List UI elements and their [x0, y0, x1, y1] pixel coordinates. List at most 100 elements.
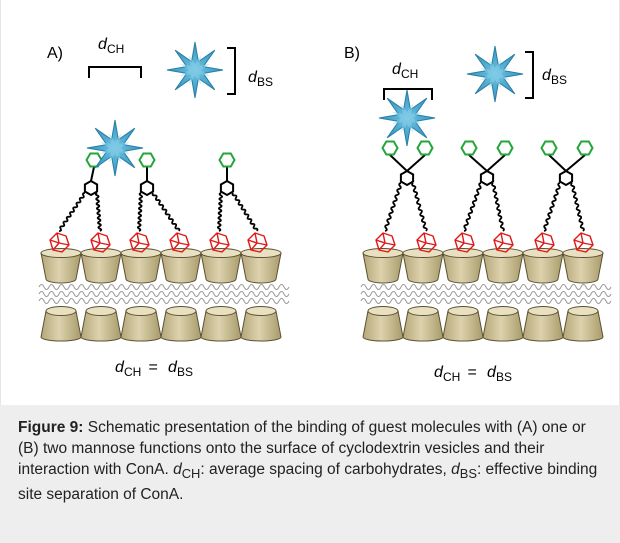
- cyclodextrin-cone: [160, 248, 202, 284]
- panel-b-dch-subscript: CH: [401, 67, 418, 81]
- adamantane-cage: [573, 232, 594, 253]
- adamantane-anchor: [573, 232, 594, 253]
- cone-body: [80, 252, 122, 284]
- panel-a-binding-site-bracket: [227, 47, 236, 95]
- cone-body: [562, 252, 604, 284]
- adamantane-cage: [416, 232, 437, 253]
- benzene-core: [139, 179, 155, 197]
- caption-d2: d: [451, 461, 460, 478]
- figure-caption: Figure 9: Schematic presentation of the …: [0, 405, 620, 543]
- mannose-ring: [460, 140, 478, 156]
- mannose-ring: [218, 152, 236, 168]
- oligo-ethylene-linker: [151, 192, 181, 232]
- panel-b-equation-d2: d: [487, 364, 497, 381]
- adamantane-anchor: [534, 232, 555, 253]
- alkyl-chain-wave: [38, 298, 290, 304]
- caption-text-1: Schematic presentation of the binding of…: [18, 419, 586, 478]
- cone-rim: [120, 248, 162, 258]
- adamantane-anchor: [454, 232, 475, 253]
- alkyl-chain-wave: [360, 298, 612, 304]
- adamantane-anchor: [375, 232, 396, 253]
- panel-b-dbs-symbol: d: [542, 67, 552, 84]
- adamantane-cage: [375, 232, 396, 253]
- mannose-linker: [565, 154, 586, 172]
- panel-a-guest-molecules: [49, 152, 268, 253]
- mannose-ring: [576, 140, 594, 156]
- panel-b-equation-sub2: BS: [496, 370, 512, 384]
- cyclodextrin-cone: [482, 248, 524, 284]
- mannose-ring: [496, 140, 514, 156]
- cone-rim: [402, 248, 444, 258]
- panel-a-dbs-subscript: BS: [257, 75, 273, 89]
- panel-b-cyclodextrin-bilayer: [360, 248, 612, 342]
- cone-rim: [80, 248, 122, 258]
- panel-a-label: A): [47, 45, 63, 62]
- panel-b-equation-d1: d: [434, 364, 444, 381]
- cone-rim: [85, 306, 117, 316]
- cone-rim: [482, 248, 524, 258]
- adamantane-anchor: [416, 232, 437, 253]
- cyclodextrin-cone: [362, 248, 404, 284]
- adamantane-cage: [209, 232, 230, 253]
- cyclodextrin-cone: [40, 248, 82, 284]
- panel-a-equation-sub1: CH: [124, 365, 141, 379]
- mannose-linker: [548, 154, 567, 172]
- cone-body: [200, 252, 242, 284]
- adamantane-anchor: [129, 232, 150, 253]
- mannose-ring: [138, 152, 156, 168]
- panel-b-guest-molecules: [375, 140, 594, 253]
- cyclodextrin-cone: [562, 306, 604, 342]
- mannose-linker: [468, 154, 488, 172]
- alkyl-chain-wave: [360, 291, 612, 297]
- guest-molecule: [49, 152, 111, 253]
- mannose-ring: [416, 140, 434, 156]
- adamantane-cage: [493, 232, 514, 253]
- cone-body: [522, 252, 564, 284]
- caption-text-2: : average spacing of carbohydrates,: [200, 461, 452, 478]
- cone-body: [442, 252, 484, 284]
- panel-b-dbs-subscript: BS: [551, 73, 567, 87]
- cone-body: [120, 252, 162, 284]
- mannose-ring: [381, 140, 399, 156]
- cone-rim: [165, 306, 197, 316]
- panel-a-dbs-symbol: d: [248, 69, 258, 86]
- alkyl-chain-wave: [38, 284, 290, 290]
- adamantane-cage: [49, 232, 70, 253]
- cone-rim: [160, 248, 202, 258]
- protein-star-highlight: [480, 59, 510, 89]
- cone-body: [402, 252, 444, 284]
- alkyl-chain-wave: [38, 291, 290, 297]
- protein-star-highlight: [180, 55, 210, 85]
- cyclodextrin-cone: [442, 306, 484, 342]
- guest-molecule: [534, 140, 594, 253]
- cone-rim: [205, 306, 237, 316]
- cone-rim: [442, 248, 484, 258]
- cone-rim: [407, 306, 439, 316]
- cone-rim: [447, 306, 479, 316]
- oligo-ethylene-linker: [491, 182, 505, 232]
- mannose-linker: [406, 154, 426, 172]
- figure-panel: A) d CH d BS d CH = d BS B) d CH d BS d …: [0, 0, 620, 405]
- cone-rim: [522, 248, 564, 258]
- cyclodextrin-cone: [442, 248, 484, 284]
- cone-body: [362, 252, 404, 284]
- panel-b-equation-op: =: [463, 364, 481, 381]
- adamantane-cage: [169, 232, 190, 253]
- adamantane-anchor: [90, 232, 111, 253]
- protein-star-highlight: [100, 133, 130, 163]
- adamantane-anchor: [493, 232, 514, 253]
- oligo-ethylene-linker: [411, 182, 428, 232]
- cyclodextrin-cone: [40, 306, 82, 342]
- adamantane-cage: [454, 232, 475, 253]
- cyclodextrin-cone: [120, 306, 162, 342]
- cyclodextrin-cone: [120, 248, 162, 284]
- panel-b-cona-reference-icon: [466, 45, 524, 103]
- mannose-linker: [389, 154, 408, 172]
- adamantane-cage: [534, 232, 555, 253]
- adamantane-anchor: [169, 232, 190, 253]
- cone-rim: [487, 306, 519, 316]
- benzene-core: [83, 179, 99, 197]
- oligo-ethylene-linker: [217, 192, 224, 232]
- mannose-linker: [90, 166, 95, 182]
- cyclodextrin-cone: [200, 248, 242, 284]
